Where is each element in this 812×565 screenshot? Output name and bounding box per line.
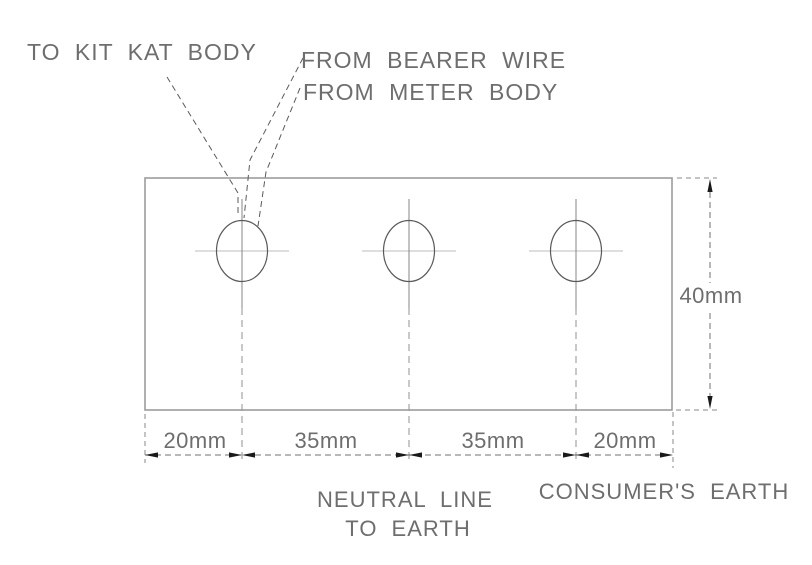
hole-2 [362,199,456,463]
leader-line-kit-kat-body [166,76,239,217]
leader-line-bearer-wire [243,57,304,219]
label-meter-body: FROM METER BODY [303,79,558,105]
label-bearer-wire: FROM BEARER WIRE [301,47,566,73]
arrow-hole1-right-side [242,452,255,458]
label-to-earth: TO EARTH [345,516,470,541]
dimension-label-40mm: 40mm [679,283,742,308]
dimension-label-20mm-right: 20mm [593,428,656,453]
arrow-right-edge [660,452,673,458]
label-kit-kat-body: TO KIT KAT BODY [27,39,257,65]
hole-3 [529,199,623,463]
dimension-label-35mm-right: 35mm [461,428,524,453]
dimension-label-35mm-left: 35mm [294,428,357,453]
arrow-hole3-right-side [576,452,589,458]
hole-3-circle [549,219,603,283]
hole-1-circle [215,219,269,283]
arrow-hole3-left-side [563,452,576,458]
arrow-height-top [707,179,713,192]
arrow-hole1-left-side [229,452,242,458]
leader-line-meter-body [257,87,301,227]
dimension-label-20mm-left: 20mm [163,428,226,453]
arrow-height-bottom [707,396,713,409]
hole-1 [195,199,289,463]
hole-2-circle [382,219,436,283]
arrow-left-edge [145,452,158,458]
arrow-hole2-right-side [409,452,422,458]
label-consumers-earth: CONSUMER'S EARTH [539,479,790,504]
arrow-hole2-left-side [396,452,409,458]
label-neutral-line: NEUTRAL LINE [317,487,493,512]
